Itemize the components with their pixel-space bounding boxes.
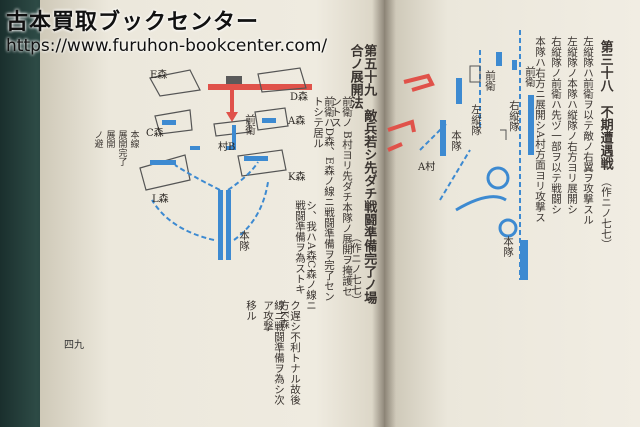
shop-watermark: 古本買取ブックセンター https://www.furuhon-bookcent… bbox=[6, 4, 327, 56]
right-page-ref: （作ニノ七七） bbox=[600, 176, 613, 250]
right-map-left-column: 左縦隊 bbox=[470, 104, 483, 136]
enemy-artillery-icon bbox=[226, 76, 242, 84]
map-label-vanguard: 前衛 bbox=[244, 114, 257, 135]
right-main-body-unit bbox=[528, 95, 534, 155]
right-rear-unit bbox=[520, 240, 528, 280]
right-vanguard-unit bbox=[496, 52, 502, 66]
right-body-line-1: 左縦隊ハ前衛ヲ以テ敵ノ右翼ヲ攻撃スル bbox=[582, 36, 595, 225]
right-page bbox=[384, 0, 640, 427]
battery-2 bbox=[226, 146, 236, 150]
right-page-heading: 第三十八 不期遭遇戦 bbox=[597, 40, 613, 170]
enemy-line-d bbox=[208, 84, 268, 90]
unit-c bbox=[162, 120, 176, 125]
forest-k bbox=[237, 149, 287, 177]
right-map-a-village: A村 bbox=[418, 162, 436, 173]
deploy-curve bbox=[455, 195, 507, 212]
unit-k bbox=[244, 156, 268, 161]
forest-circle-1 bbox=[486, 166, 510, 190]
right-body-line-4: 本隊ハ右方ニ展開シA村方面ヨリ攻撃ス bbox=[534, 36, 547, 223]
left-body-line-3: シ、我ハA森C森ノ線ニ戦闘準備ヲ為ストキ bbox=[294, 200, 318, 311]
vanguard-column bbox=[232, 125, 236, 149]
forest-a bbox=[254, 107, 289, 131]
map-label-d-forest: D森 bbox=[290, 92, 309, 103]
unit-l bbox=[150, 160, 176, 165]
map-label-c-forest: C森 bbox=[146, 128, 164, 139]
right-map-main-body-left: 本隊 bbox=[450, 130, 463, 151]
forest-d bbox=[257, 67, 307, 93]
unit-a bbox=[262, 118, 276, 123]
legend-line-3: 展開 bbox=[104, 130, 115, 148]
forest-l bbox=[139, 154, 191, 191]
left-body-line-2: 前衛ハD森、E森ノ線ニ戦闘準備ヲ完了セントシテ居ル bbox=[312, 96, 336, 302]
friendly-positions-left bbox=[150, 118, 276, 260]
left-body-line-6: 移ル bbox=[245, 300, 258, 321]
map-label-l-forest: L森 bbox=[152, 194, 169, 205]
forest-e bbox=[149, 69, 201, 97]
attack-arrow-1 bbox=[419, 123, 447, 151]
left-body-line-4: ク遅シ不利トナル故後方K森 bbox=[278, 300, 302, 405]
main-body-column-2 bbox=[226, 190, 231, 260]
enemy-positions-left bbox=[208, 76, 312, 122]
deploy-arrow-right bbox=[227, 161, 259, 191]
legend-line-2: 展開完了 bbox=[116, 130, 127, 166]
map-label-a-forest: A森 bbox=[288, 116, 306, 127]
forest-circle-2 bbox=[498, 218, 518, 238]
village-b bbox=[213, 119, 251, 137]
map-label-b-village: 村B bbox=[218, 142, 236, 153]
enemy-flag-3 bbox=[387, 142, 403, 152]
battery-1 bbox=[190, 146, 200, 150]
left-page-ref: （作ニノ七七） bbox=[350, 232, 363, 306]
enemy-arrowhead bbox=[226, 112, 238, 122]
deploy-arrow-far-right bbox=[233, 181, 269, 241]
map-label-k-forest: K森 bbox=[288, 172, 306, 183]
left-vanguard-unit bbox=[456, 78, 462, 104]
left-main-body-unit bbox=[440, 120, 446, 156]
left-body-line-5: 線ニ戦闘準備ヲ為シ次ア攻撃 bbox=[262, 300, 286, 405]
right-body-line-2: 左縦隊ノ本隊ハ縦隊ノ右方ヨリ展開シ bbox=[566, 36, 579, 215]
left-body-line-1: 前衛ノ B村ヨリ先ダチ本隊ノ展開ヲ掩護セントス bbox=[330, 96, 354, 297]
main-body-column bbox=[218, 190, 223, 260]
bracket-mark bbox=[500, 129, 507, 140]
deploy-arrow-far-left bbox=[151, 199, 215, 241]
right-body-line-3: 右縦隊ノ前衛ハ先ヅ一部ヲ以テ戦闘シ bbox=[550, 36, 563, 215]
right-map-main-body-right: 本隊 bbox=[502, 236, 515, 257]
attack-arrow-2 bbox=[439, 149, 471, 201]
book-gutter bbox=[372, 0, 396, 427]
deploy-arrow-left bbox=[174, 164, 221, 191]
right-map-vanguard-right: 前衛 bbox=[524, 66, 537, 87]
forest-c bbox=[154, 109, 193, 135]
left-column-outline bbox=[469, 65, 481, 83]
left-page bbox=[40, 0, 385, 427]
forest-outlines-left bbox=[139, 67, 307, 191]
enemy-line-e bbox=[262, 84, 312, 90]
right-vanguard-unit-2 bbox=[512, 60, 517, 70]
legend-line-1: 本線 bbox=[128, 130, 139, 148]
left-page-heading: 第五十九 敵兵若シ先ダチ戦闘準備完了ノ場合ノ展開法 bbox=[347, 44, 377, 304]
enemy-flag-1 bbox=[403, 73, 435, 92]
map-label-main-body: 本隊 bbox=[238, 230, 251, 251]
map-label-e-forest: E森 bbox=[150, 70, 168, 81]
left-page-number: 四九 bbox=[64, 340, 84, 351]
shop-url: https://www.furuhon-bookcenter.com/ bbox=[6, 36, 328, 56]
right-map-vanguard-left: 前衛 bbox=[484, 70, 497, 91]
legend-line-4: ノ避 bbox=[92, 130, 103, 148]
shop-name: 古本買取ブックセンター bbox=[6, 10, 260, 35]
right-map-right-column: 右縦隊 bbox=[508, 100, 521, 132]
enemy-flag-2 bbox=[387, 119, 416, 133]
right-page-diagram bbox=[387, 30, 534, 280]
